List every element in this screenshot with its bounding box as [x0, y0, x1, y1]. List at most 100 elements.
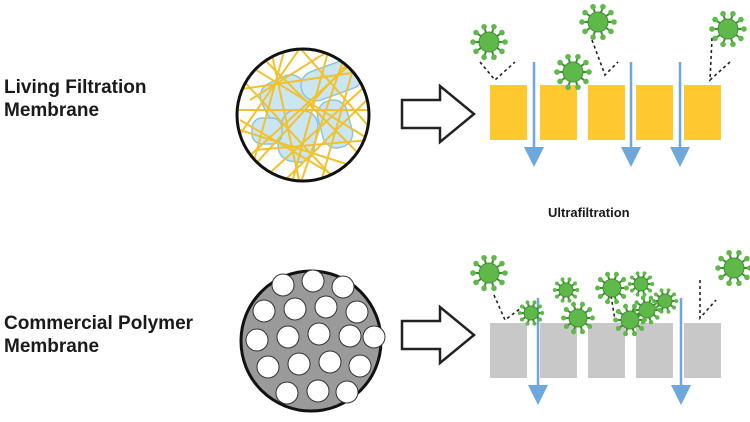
- virus-icon: [627, 271, 655, 297]
- virus-spike-tip: [473, 279, 479, 286]
- virus-spike-tip: [718, 274, 724, 281]
- virus-spike-tip: [579, 19, 585, 25]
- living-block: [588, 85, 625, 140]
- pore: [335, 380, 359, 404]
- virus-spike-tip: [627, 282, 632, 286]
- virus-spike-tip: [611, 19, 617, 25]
- virus-icon: [651, 288, 679, 314]
- virus-spike-tip: [736, 280, 742, 287]
- virus-spike-tip: [554, 281, 559, 286]
- virus-spike-tip: [605, 271, 611, 277]
- virus-spike-tip: [502, 270, 508, 276]
- virus-spike-tip: [499, 29, 505, 36]
- living-block: [540, 85, 577, 140]
- virus-spike-tip: [590, 3, 596, 10]
- virus-spike-tip: [653, 292, 658, 297]
- bounce-arrow-icon: [591, 39, 619, 77]
- fiber-strand: [269, 49, 301, 181]
- virus-spike-tip: [470, 39, 476, 45]
- virus-spike-tip: [557, 59, 563, 66]
- virus-spike-tip: [744, 255, 750, 262]
- virus-spike-tip: [473, 29, 479, 36]
- virus-body: [478, 262, 500, 284]
- virus-spike-tip: [560, 277, 565, 282]
- virus-spike-tip: [666, 288, 671, 293]
- virus-spike-tip: [712, 35, 718, 42]
- virus-spike-tip: [587, 307, 593, 313]
- virus-spike-tip: [552, 288, 557, 292]
- virus-spike-tip: [499, 279, 505, 286]
- virus-icon: [595, 271, 629, 305]
- virus-icon: [554, 53, 592, 91]
- pore: [301, 269, 325, 293]
- virus-spike-tip: [672, 305, 677, 310]
- virus-spike-tip: [672, 292, 677, 297]
- bounce-arrow-icon: [709, 37, 731, 82]
- fiber-strand: [237, 69, 369, 91]
- virus-spike-tip: [532, 321, 537, 326]
- virus-spike-tip: [538, 317, 543, 322]
- virus-spike-tip: [517, 311, 522, 315]
- fibers: [237, 49, 369, 181]
- virus-spike-tip: [575, 84, 581, 91]
- virus-spike-tip: [491, 54, 497, 61]
- virus-spike-tip: [730, 10, 736, 17]
- virus-spike-tip: [718, 255, 724, 262]
- virus-spike-tip: [491, 23, 497, 30]
- pore: [287, 352, 311, 376]
- living-block: [490, 85, 527, 140]
- virus-spike-tip: [608, 28, 614, 35]
- virus-spike-tip: [730, 41, 736, 48]
- fiber-strand: [279, 94, 369, 181]
- virus-spike-tip: [720, 41, 726, 48]
- polymer-membrane-magnified: [239, 269, 386, 413]
- block-arrow-icon-bottom: [400, 304, 476, 366]
- polymer-membrane-blocks: [490, 323, 721, 378]
- pore: [307, 322, 331, 346]
- polymer-block: [540, 323, 577, 378]
- viruses: [470, 3, 750, 337]
- virus-spike-tip: [605, 299, 611, 305]
- polymer-block: [636, 323, 673, 378]
- virus-body: [523, 305, 539, 321]
- virus-spike-tip: [481, 285, 487, 292]
- virus-spike-tip: [582, 9, 588, 16]
- virus-spike-tip: [519, 317, 524, 322]
- virus-spike-tip: [473, 260, 479, 267]
- virus-spike-tip: [648, 319, 654, 325]
- virus-icon: [613, 303, 647, 337]
- virus-spike-tip: [499, 48, 505, 55]
- pore: [318, 350, 342, 374]
- virus-spike-tip: [481, 23, 487, 30]
- bounce-arrow-icon: [479, 61, 516, 82]
- virus-icon: [561, 301, 595, 335]
- living-membrane-magnified: [235, 47, 371, 183]
- virus-spike-tip: [590, 34, 596, 41]
- virus-spike-tip: [491, 254, 497, 261]
- virus-spike-tip: [635, 271, 640, 276]
- pores: [245, 269, 386, 405]
- virus-body: [717, 18, 739, 40]
- living-block: [684, 85, 721, 140]
- virus-spike-tip: [567, 298, 572, 303]
- virus-spike-tip: [561, 315, 567, 321]
- polymer-block: [684, 323, 721, 378]
- fiber-strand: [299, 54, 346, 181]
- virus-icon: [470, 23, 508, 61]
- virus-spike-tip: [709, 26, 715, 32]
- virus-spike-tip: [639, 325, 645, 331]
- pore: [314, 295, 338, 319]
- virus-spike-tip: [629, 288, 634, 293]
- virus-spike-tip: [595, 285, 601, 291]
- living-membrane-label: Living Filtration Membrane: [4, 76, 147, 122]
- virus-spike-tip: [470, 270, 476, 276]
- virus-spike-tip: [589, 315, 595, 321]
- pore: [283, 297, 307, 321]
- bounce-arrow-icon: [609, 289, 616, 321]
- virus-spike-tip: [540, 311, 545, 315]
- fiber-strand: [249, 49, 286, 176]
- virus-spike-tip: [613, 299, 619, 305]
- virus-spike-tip: [648, 295, 654, 301]
- virus-spike-tip: [563, 323, 569, 329]
